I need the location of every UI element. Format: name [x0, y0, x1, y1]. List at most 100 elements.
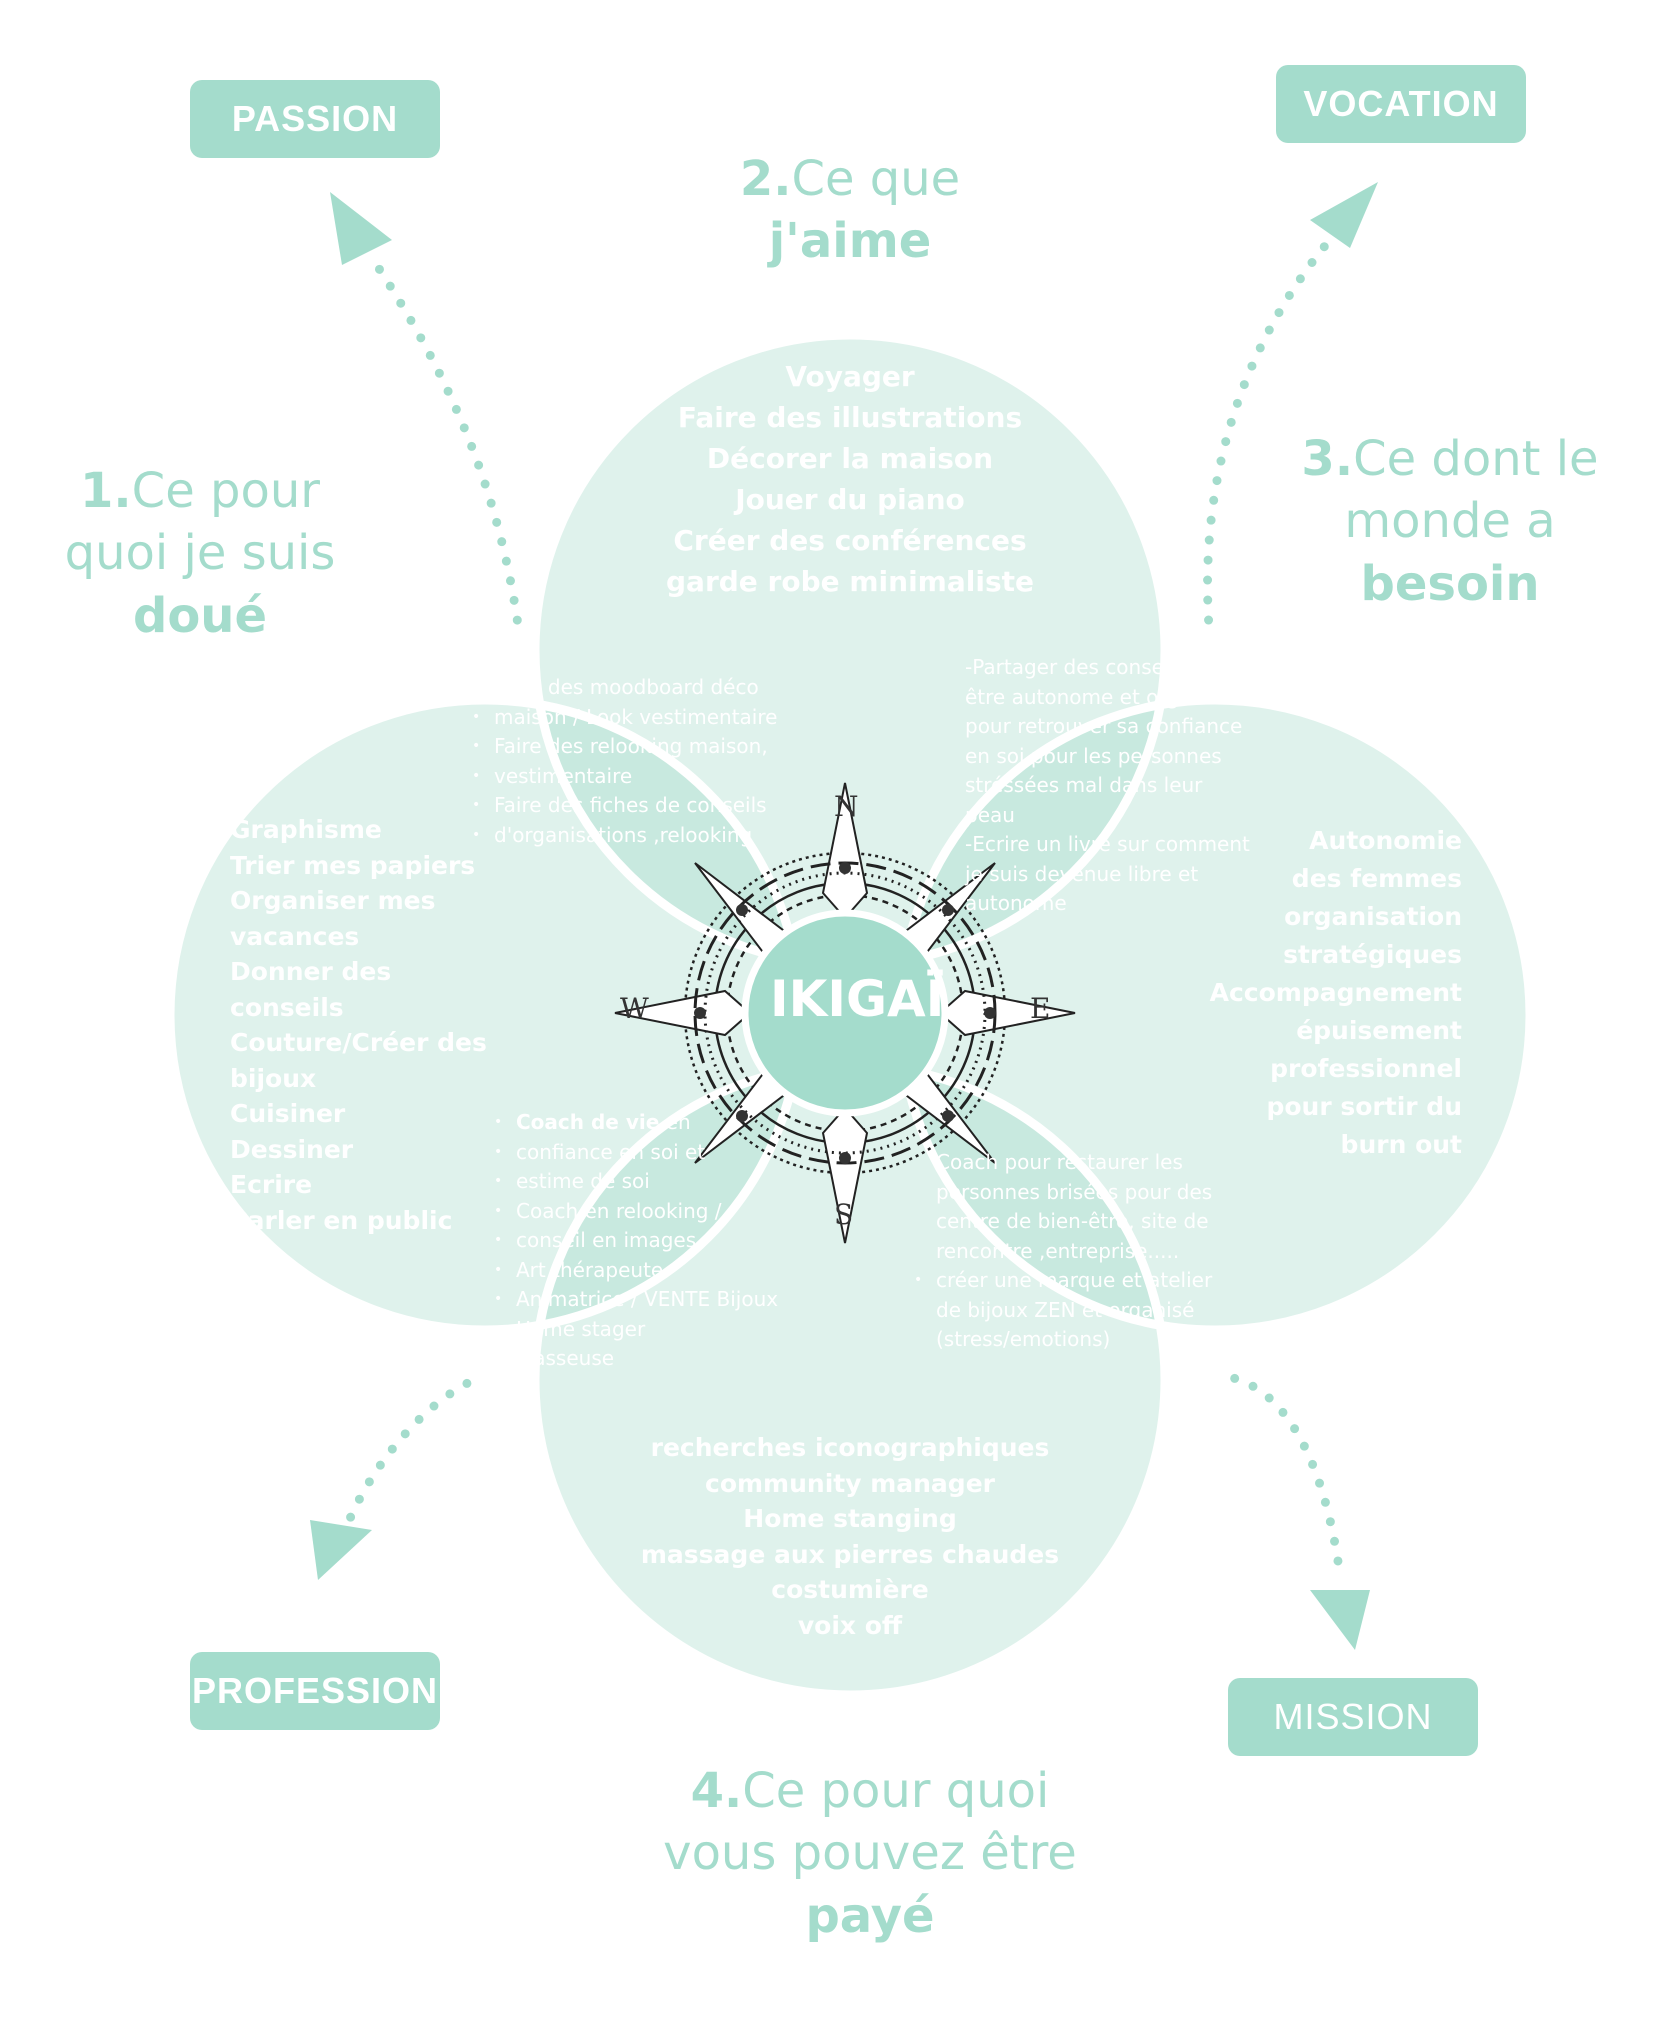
list-item: Donner des conseils [230, 957, 392, 1022]
label-passion: PASSION [190, 80, 440, 158]
list-item: burn out [1340, 1130, 1462, 1159]
heading-need-number: 3. [1301, 431, 1354, 487]
heading-paid-line2: vous pouvez être [663, 1825, 1077, 1882]
list-item: je suis devenue libre et [965, 861, 1199, 886]
list-item: Accompagnement [1209, 978, 1462, 1007]
arrow-passion [367, 253, 525, 645]
anchor-dot-mission [1200, 1360, 1224, 1384]
list-item: centre de bien-être, site de [936, 1209, 1209, 1233]
list-item: Animatrice / VENTE Bijoux [494, 1285, 794, 1315]
list-item: Jouer du piano [735, 483, 965, 516]
list-item: conseil en images [494, 1226, 794, 1256]
arrowhead-profession [310, 1520, 372, 1580]
list-item: en soi pour les personnes [965, 743, 1222, 768]
heading-need: 3.Ce dont le monde a besoin [1290, 428, 1610, 615]
list-item: maison / Look vestimentaire [472, 703, 792, 733]
list-profession: Coach de vie en confiance en soi et esti… [494, 1108, 794, 1374]
list-item: vacances [230, 921, 360, 951]
list-item: -Partager des conseils pour [965, 655, 1238, 679]
heading-love: 2.Ce que j'aime [700, 148, 1000, 273]
list-item: des femmes [1291, 864, 1462, 893]
list-item: rencontre ,entreprise..... [936, 1238, 1180, 1263]
list-item: (stress/emotions) [936, 1327, 1111, 1351]
heading-paid-line1: Ce pour quoi [742, 1763, 1050, 1819]
list-item: stratégiques [1283, 940, 1462, 969]
list-item: recherches iconographiques [650, 1433, 1050, 1462]
list-item: Parler en public [230, 1205, 453, 1235]
center-title: IKIGAÏ [770, 970, 945, 1028]
heading-good-line2: quoi je suis [64, 525, 336, 582]
list-item: Coach de vie en [494, 1108, 794, 1138]
heading-need-bold: besoin [1360, 555, 1540, 612]
list-item: community manager [705, 1468, 995, 1498]
list-item-text: créer une marque et atelier [936, 1268, 1213, 1292]
list-item: bijoux [230, 1063, 317, 1093]
list-item: organisation [1284, 902, 1462, 931]
list-item: garde robe minimaliste [666, 565, 1034, 598]
heading-paid-number: 4. [690, 1763, 743, 1819]
list-mission: Coach pour restaurer les personnes brisé… [914, 1148, 1236, 1355]
list-item: de bijoux ZEN et organisé [936, 1297, 1195, 1322]
list-item: voix off [797, 1610, 903, 1640]
arrowhead-vocation [1310, 182, 1378, 248]
arrow-profession [335, 1370, 490, 1550]
list-item: Faire des moodboard déco [472, 673, 792, 703]
list-item: pour retrouver sa confiance [965, 714, 1243, 738]
list-item: être autonome et organisé [965, 684, 1233, 709]
label-mission: MISSION [1228, 1678, 1478, 1756]
list-paid: recherches iconographiques community man… [620, 1430, 1080, 1643]
heading-paid-bold: payé [805, 1887, 935, 1944]
compass-north: N [834, 790, 859, 823]
list-item: épuisement [1296, 1016, 1462, 1045]
overlap-mission [900, 1065, 1165, 1330]
list-item: Trier mes papiers [230, 850, 476, 880]
arrowhead-passion [330, 192, 392, 265]
overlap-vocation [900, 700, 1165, 965]
list-item: -Ecrire un livre sur comment [965, 832, 1250, 856]
list-item: vestimentaire [472, 762, 792, 792]
label-vocation: VOCATION [1276, 65, 1526, 143]
overlap-passion [535, 700, 800, 965]
list-item: Faire des fiches de conseils [472, 791, 792, 821]
list-item: Organiser mes [230, 886, 436, 915]
heading-good: 1.Ce pour quoi je suis doué [50, 460, 350, 647]
list-item: Autonomie [1309, 826, 1462, 855]
heading-good-bold: doué [132, 587, 268, 644]
heading-paid: 4.Ce pour quoi vous pouvez être payé [660, 1760, 1080, 1947]
compass-center [741, 909, 949, 1117]
list-vocation: -Partager des conseils pour être autonom… [965, 653, 1250, 919]
arrow-mission [1210, 1370, 1345, 1580]
compass-rose [614, 782, 1076, 1244]
heading-need-line1: Ce dont le [1353, 431, 1599, 487]
list-item: pour sortir du [1266, 1092, 1462, 1121]
list-item: Graphisme [230, 815, 382, 844]
list-item: estime de soi [494, 1167, 794, 1197]
list-item: Home stanging [743, 1504, 957, 1533]
compass-west: W [620, 992, 649, 1025]
list-item: Couture/Créer des [230, 1028, 487, 1057]
list-item: Coach pour restaurer les [936, 1150, 1183, 1174]
list-item: costumière [771, 1575, 929, 1604]
list-item: d'organisations ,relooking [472, 821, 792, 851]
list-passion: Faire des moodboard déco maison / Look v… [472, 673, 792, 850]
heading-good-line1: Ce pour [131, 463, 320, 519]
heading-love-bold: j'aime [768, 213, 932, 270]
compass-east: E [1030, 992, 1051, 1025]
list-item: autonome [965, 891, 1067, 915]
list-item: Faire des illustrations [677, 401, 1023, 434]
list-item: Ecrire [230, 1170, 313, 1199]
list-love: Voyager Faire des illustrations Décorer … [640, 356, 1060, 602]
heading-good-number: 1. [80, 463, 132, 519]
list-good: Graphisme Trier mes papiers Organiser me… [230, 812, 500, 1238]
list-item: •créer une marque et atelier [914, 1268, 1213, 1292]
list-item: Voyager [785, 360, 915, 393]
list-item: Dessiner [230, 1134, 354, 1164]
list-item: professionnel [1270, 1054, 1462, 1083]
list-item: Cuisiner [230, 1099, 346, 1128]
anchor-dot-passion [508, 628, 532, 652]
list-item-bold: Coach de vie [516, 1110, 660, 1134]
list-item: Art thérapeute [494, 1256, 794, 1286]
compass-south: S [834, 1198, 854, 1231]
list-need: Autonomie des femmes organisation straté… [1200, 822, 1462, 1164]
arrowhead-mission [1310, 1590, 1370, 1650]
